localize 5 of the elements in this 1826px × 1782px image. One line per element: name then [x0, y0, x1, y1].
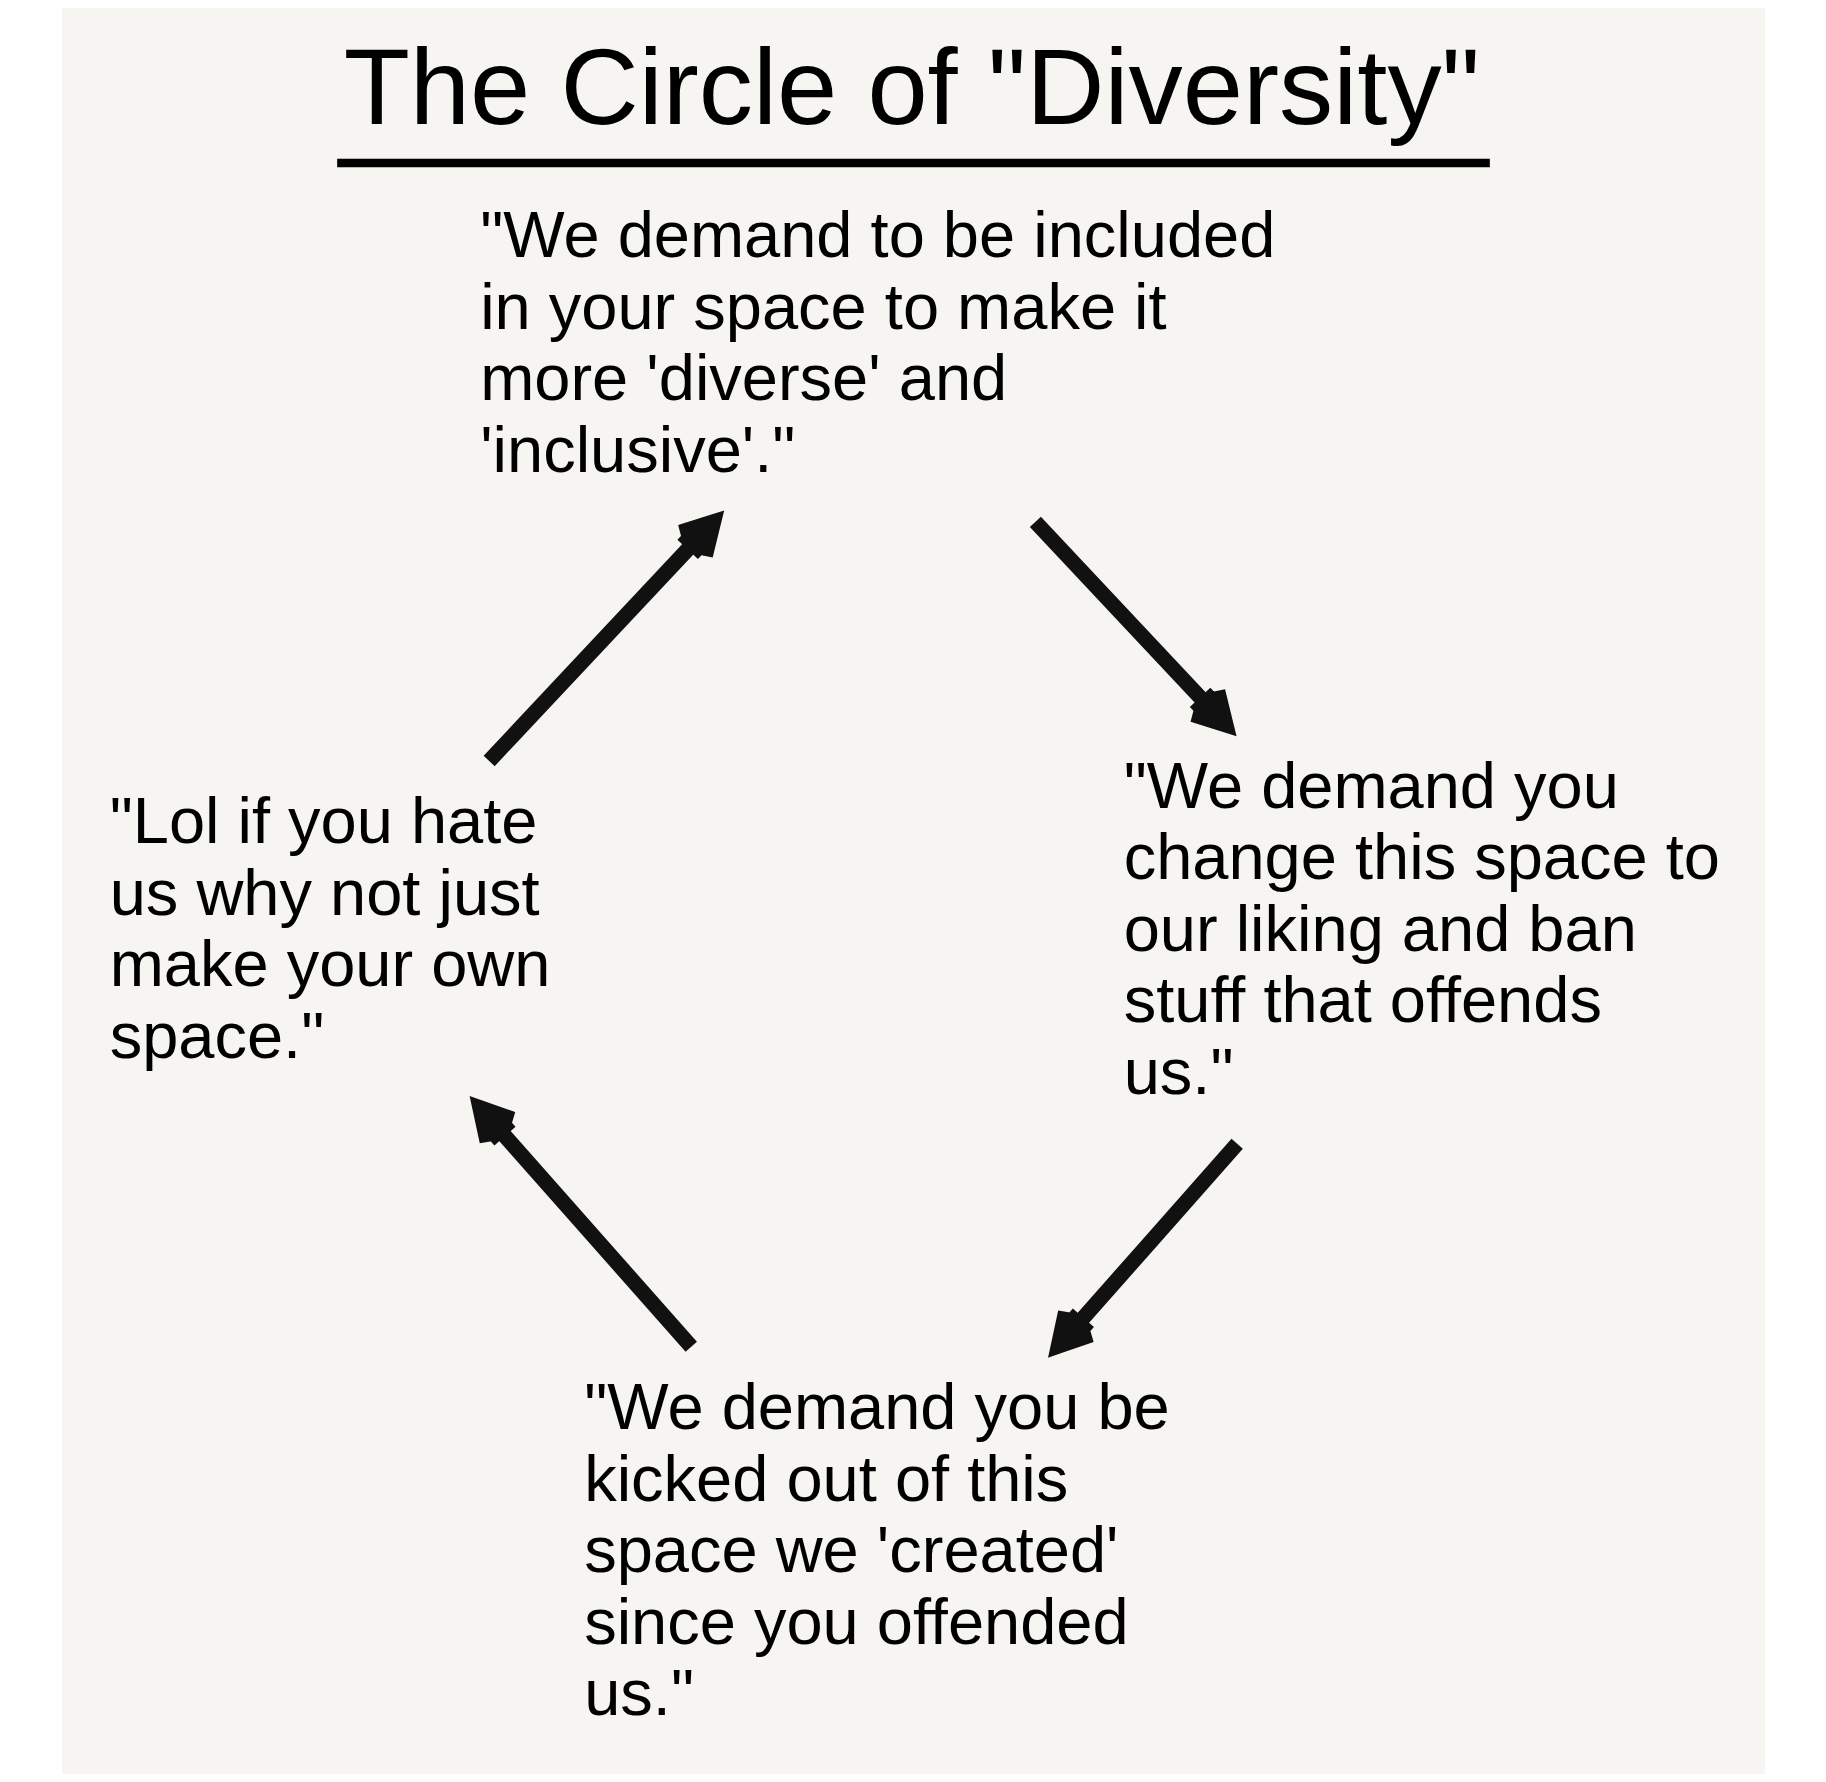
node-text: "Lol if you hate us why not just make your own space."	[109, 784, 550, 1072]
node-text: "We demand you change this space to our liking and ban stuff that offends us."	[1123, 748, 1720, 1108]
diagram-title: The Circle of "Diversity"	[343, 26, 1480, 147]
node-text: "We demand to be included in your space to make it more 'diverse' and 'inclusive'."	[479, 198, 1275, 486]
node-text: "We demand you be kicked out of this space we 'created' since you offended us."	[583, 1370, 1170, 1730]
